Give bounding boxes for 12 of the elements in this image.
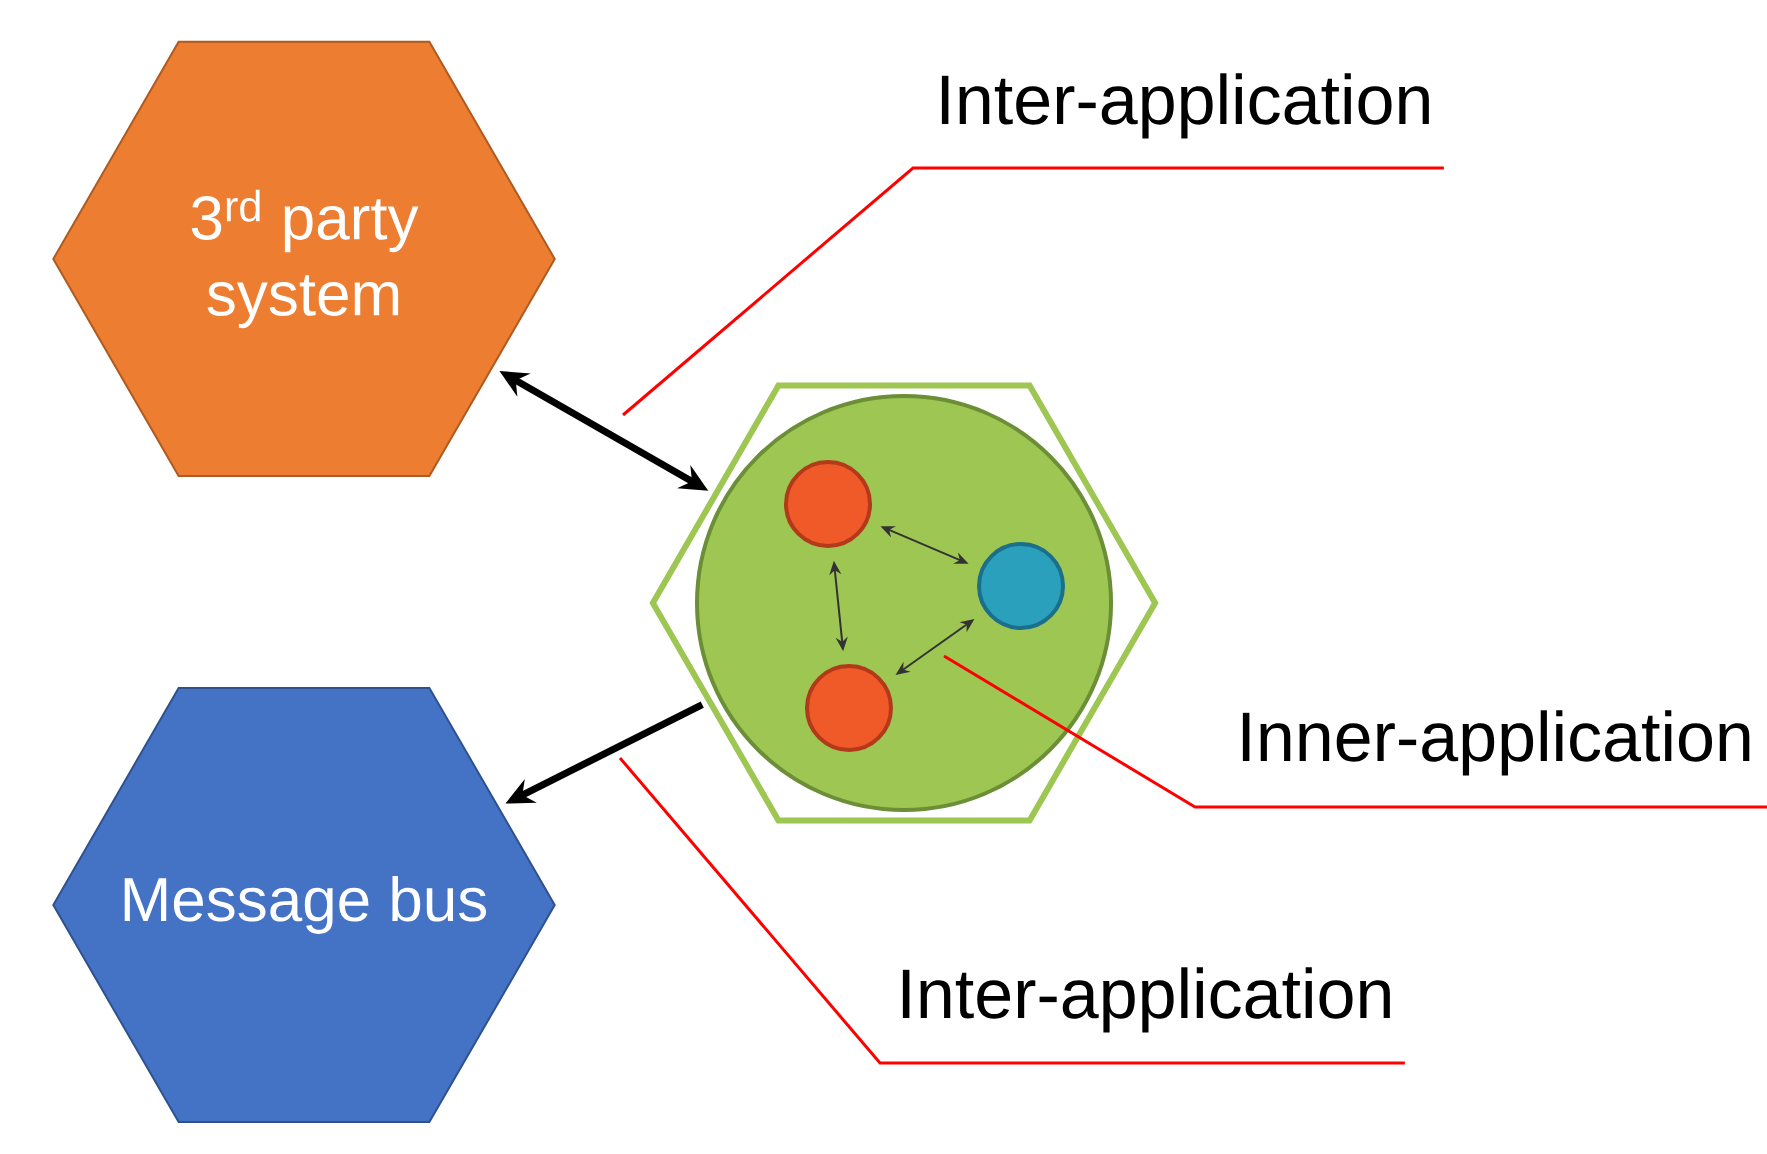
callout-text: Inner-application — [1242, 710, 1750, 776]
leader-line — [943, 654, 1767, 809]
hexagon: 3$^{rd}$ party system — [52, 40, 556, 478]
hexagon: Message bus — [52, 686, 556, 1124]
circle — [784, 460, 872, 548]
leader-line — [618, 757, 1405, 1065]
leader-line — [622, 166, 1444, 417]
circle — [977, 542, 1065, 630]
circle — [805, 664, 893, 752]
callout-text: Inter-application — [941, 73, 1429, 139]
callout-text: Inter-application — [902, 967, 1390, 1033]
hexagon — [649, 382, 1159, 824]
